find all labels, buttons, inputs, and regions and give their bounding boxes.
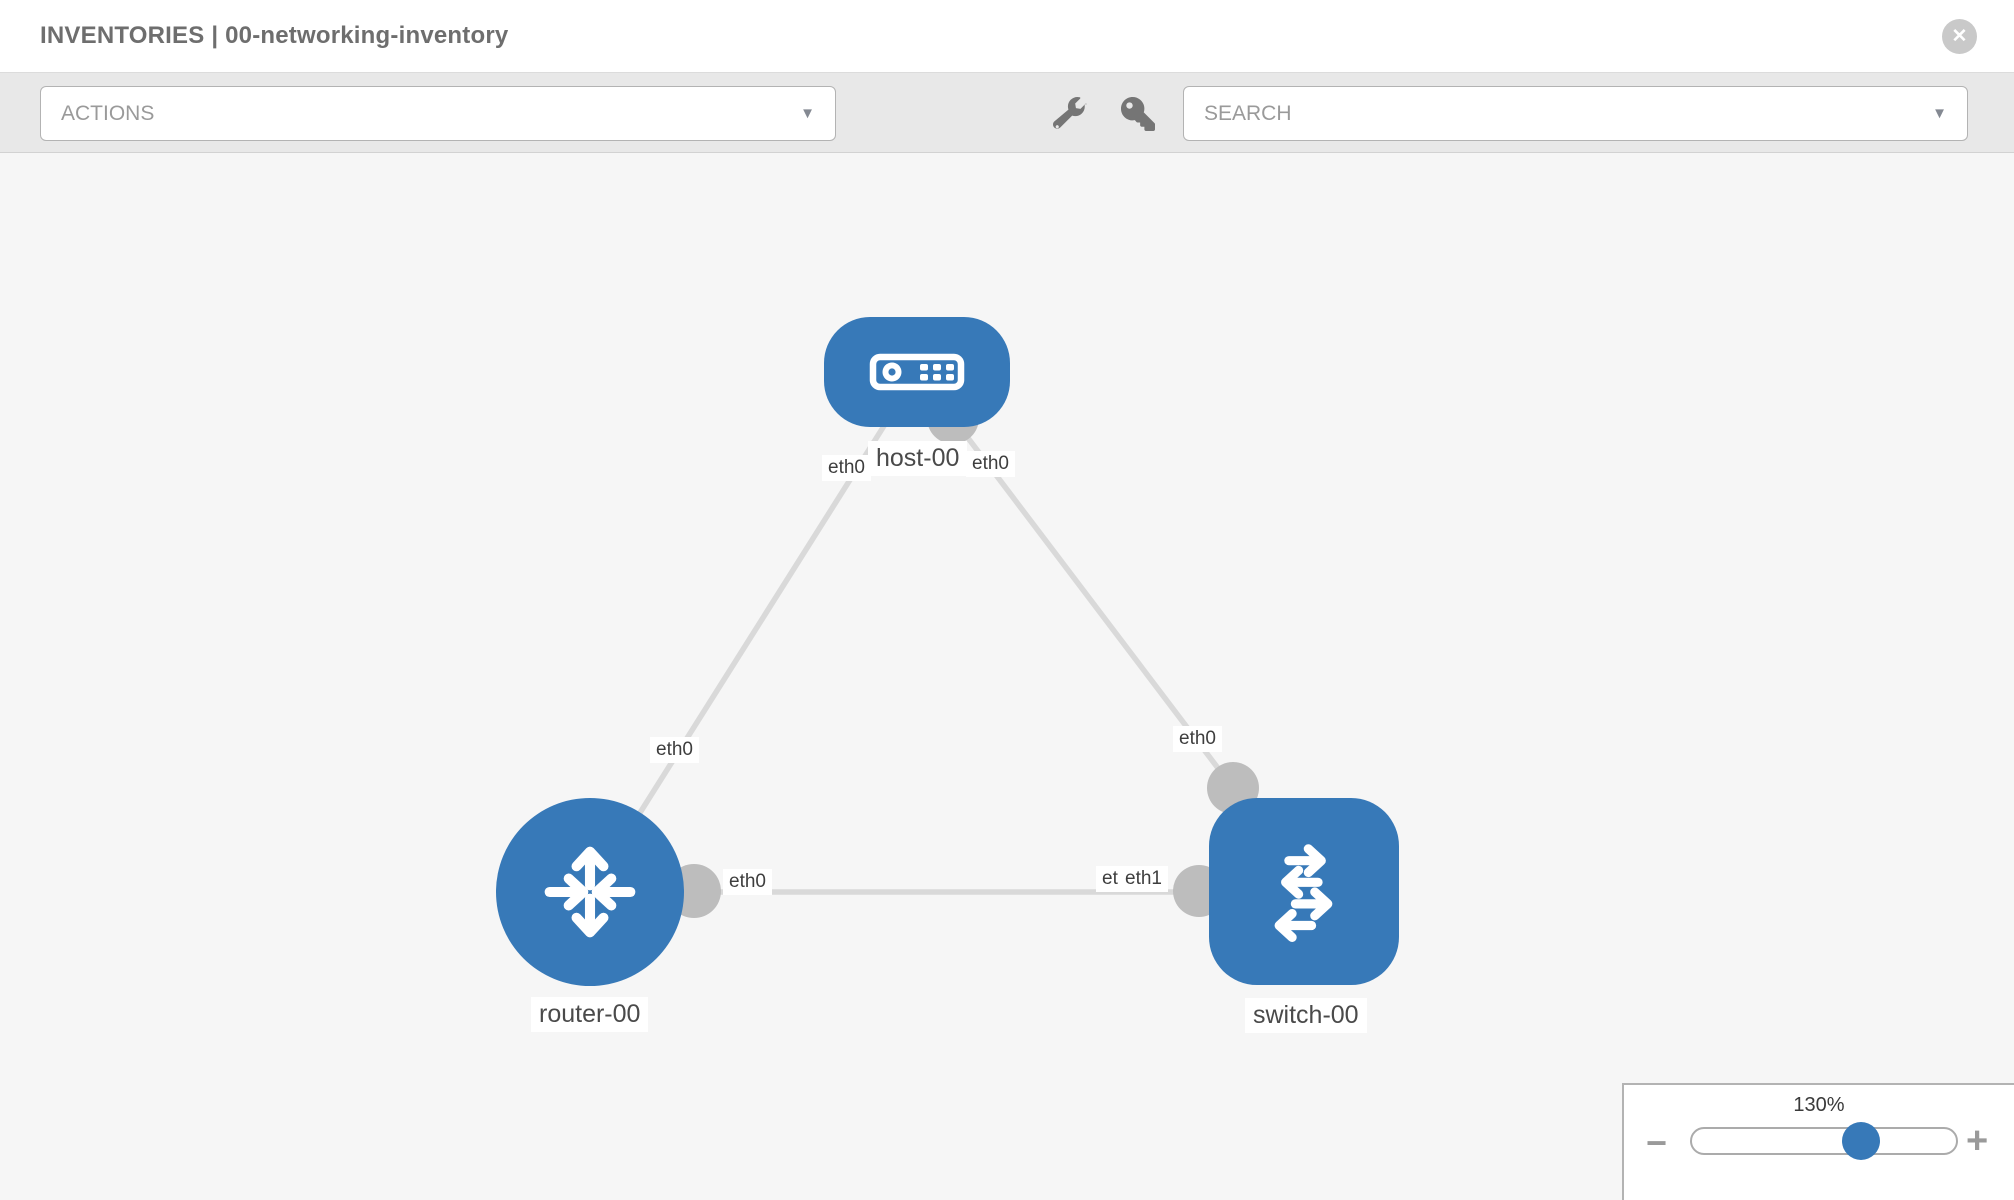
page-title: INVENTORIES | 00-networking-inventory	[40, 22, 509, 49]
chevron-down-icon: ▼	[1932, 105, 1947, 122]
zoom-slider[interactable]	[1690, 1122, 1958, 1160]
search-dropdown-label: SEARCH	[1204, 101, 1292, 125]
node-host-00[interactable]	[824, 317, 1010, 427]
port-label-switch-eth0-host: eth0	[1173, 726, 1222, 752]
close-icon[interactable]: ✕	[1942, 19, 1977, 54]
switch-icon	[1274, 843, 1333, 942]
zoom-level: 130%	[1793, 1094, 1845, 1116]
key-icon[interactable]	[1121, 97, 1155, 131]
node-label-router: router-00	[531, 997, 649, 1032]
actions-dropdown[interactable]: ACTIONS ▼	[40, 86, 836, 141]
node-switch-00[interactable]	[1209, 798, 1399, 985]
actions-dropdown-label: ACTIONS	[61, 101, 155, 125]
router-icon	[544, 846, 636, 938]
server-icon	[869, 353, 965, 391]
port-label-host-eth0-right: eth0	[966, 451, 1015, 477]
zoom-panel: 130% − +	[1622, 1083, 2014, 1200]
node-router-00[interactable]	[496, 798, 684, 986]
search-dropdown[interactable]: SEARCH ▼	[1183, 86, 1968, 141]
node-label-host: host-00	[868, 441, 968, 476]
node-label-switch: switch-00	[1245, 998, 1367, 1033]
port-label-router-eth0-host: eth0	[650, 737, 699, 763]
wrench-icon[interactable]	[1052, 97, 1087, 131]
zoom-out-button[interactable]: −	[1646, 1122, 1668, 1163]
port-label-switch-eth1-router: eth1	[1119, 866, 1168, 892]
zoom-slider-handle[interactable]	[1842, 1122, 1880, 1160]
chevron-down-icon: ▼	[800, 105, 815, 122]
toolbar: ACTIONS ▼ SEARCH ▼	[0, 72, 2014, 153]
port-label-host-eth0-left: eth0	[822, 455, 871, 481]
zoom-in-button[interactable]: +	[1966, 1120, 1989, 1162]
header-bar: INVENTORIES | 00-networking-inventory ✕	[0, 0, 2014, 72]
link-host-switch	[915, 370, 1236, 790]
port-label-router-eth0-switch: eth0	[723, 869, 772, 895]
